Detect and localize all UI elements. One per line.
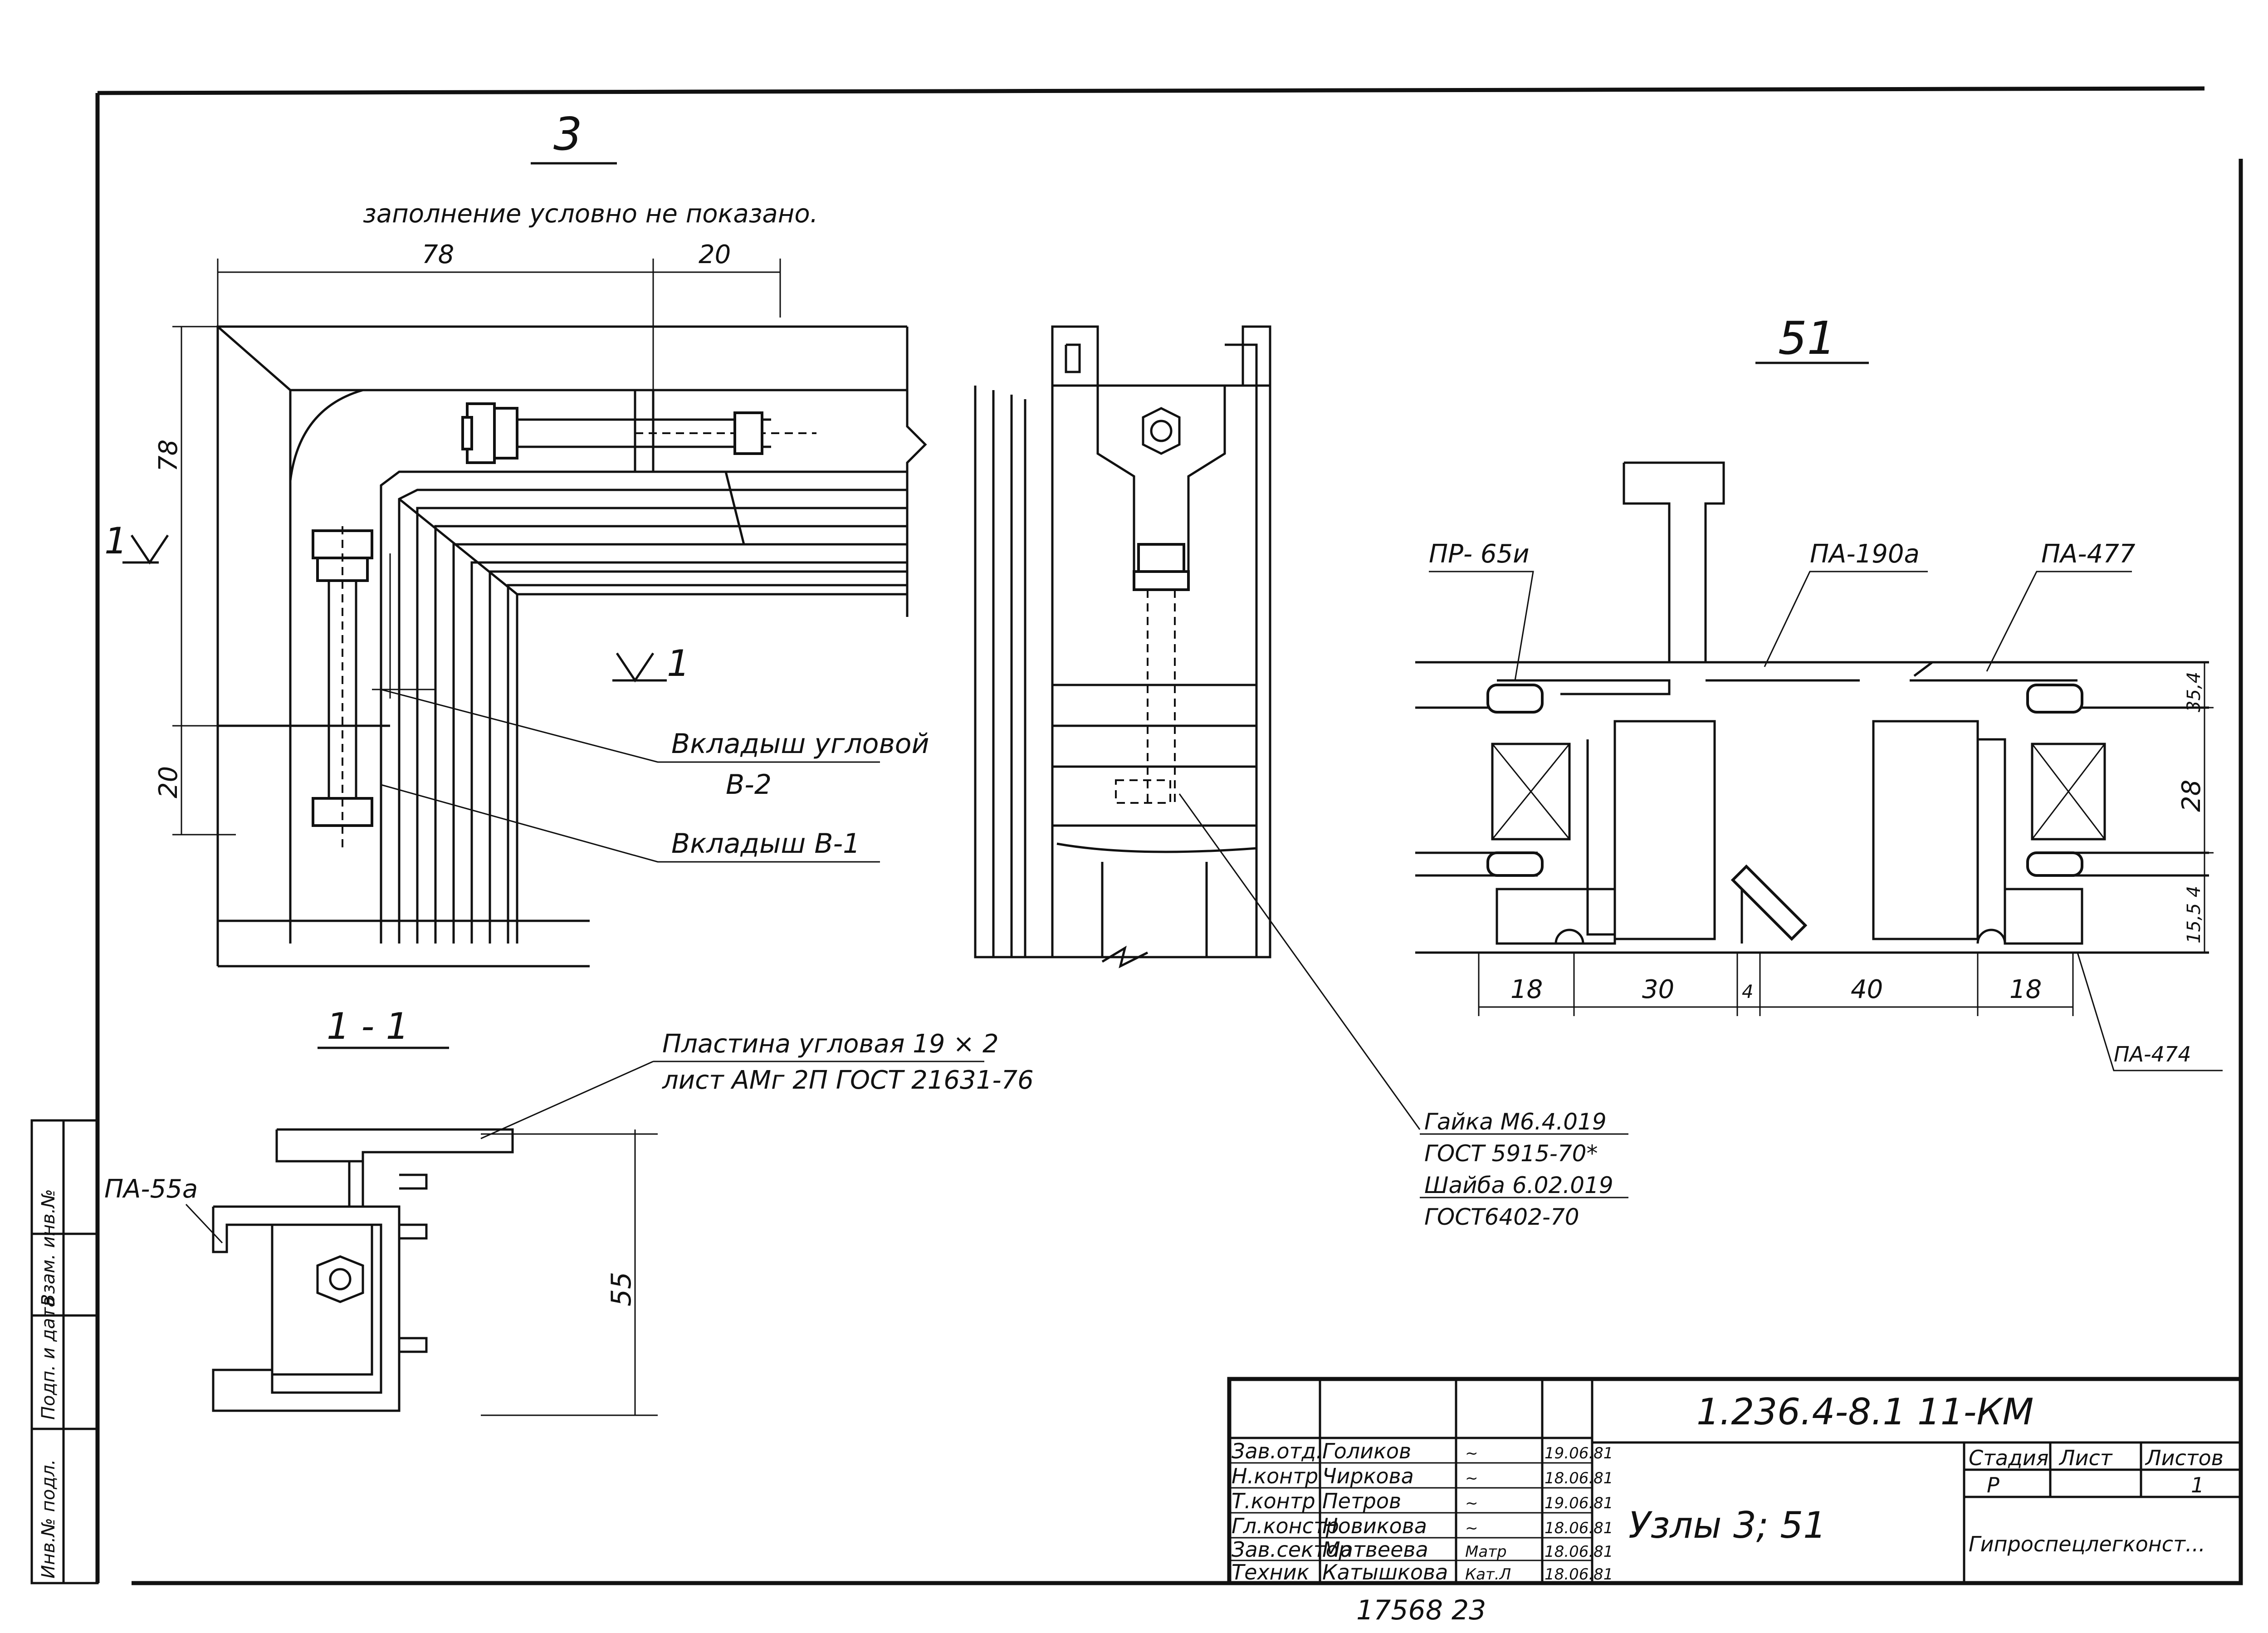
dim-78-top: 78 [422, 240, 454, 269]
section-mark-1-left: 1 [104, 520, 127, 562]
dim-51-b4: 40 [1851, 975, 1883, 1004]
footer-number: 17568 23 [1356, 1594, 1486, 1626]
person-sign-4: Матр [1465, 1543, 1507, 1561]
person-name-5: Катышкова [1322, 1560, 1448, 1584]
section-mark-1-right: 1 [667, 642, 690, 684]
label-corner-insert: Вкладыш угловой [671, 728, 929, 760]
person-date-0: 19.06.81 [1545, 1444, 1613, 1462]
person-role-5: Техник [1232, 1560, 1310, 1584]
person-role-1: Н.контр [1232, 1464, 1318, 1488]
title-block: 1.236.4-8.1 11-КМ Узлы 3; 51 Стадия Лист… [1227, 1377, 2243, 1585]
stamp-cell-repl: Взам. инв.№ [38, 1189, 59, 1306]
label-corner-insert-code: В-2 [726, 769, 772, 801]
label-nut: Гайка М6.4.019 [1424, 1109, 1607, 1135]
title-sheets-header: Листов [2145, 1446, 2224, 1470]
dim-51-r3: 15,5 4 [2184, 886, 2204, 944]
title-organization: Гипроспецлегконст... [1969, 1532, 2205, 1556]
dim-51-b1: 18 [1510, 975, 1543, 1004]
view-section-1-1: 1 - 1 Пластина угловая 19 × 2 лист АМг 2… [104, 1005, 1034, 1416]
person-role-3: Гл.констр [1232, 1514, 1339, 1538]
label-pa-474: ПА-474 [2114, 1042, 2191, 1066]
label-pa-477: ПА-477 [2041, 539, 2136, 569]
dim-55: 55 [606, 1272, 637, 1306]
title-sheet-header: Лист [2058, 1446, 2113, 1470]
person-date-3: 18.06.81 [1545, 1519, 1613, 1537]
label-washer: Шайба 6.02.019 [1424, 1172, 1613, 1198]
person-name-4: Матвеева [1322, 1537, 1428, 1562]
side-stamp: Инв.№ подл. Подп. и дата Взам. инв.№ [30, 1119, 99, 1584]
person-date-1: 18.06.81 [1545, 1469, 1613, 1487]
label-nut-std: ГОСТ 5915-70* [1424, 1140, 1598, 1167]
label-insert-b1: Вкладыш В-1 [671, 828, 860, 860]
label-pa-55a: ПА-55а [104, 1174, 198, 1204]
person-sign-0: ~ [1465, 1444, 1478, 1462]
stamp-cell-sign: Подп. и дата [38, 1296, 59, 1420]
dim-51-b5: 18 [2009, 975, 2042, 1004]
person-name-1: Чиркова [1322, 1464, 1414, 1488]
section-1-1-title: 1 - 1 [327, 1005, 409, 1047]
view-3-title: 3 [553, 108, 582, 161]
view-51-title: 51 [1778, 312, 1836, 365]
person-role-0: Зав.отд. [1232, 1439, 1323, 1463]
view-node-3: 3 заполнение условно не показано. 78 20 … [104, 108, 929, 968]
person-sign-5: Кат.Л [1465, 1565, 1511, 1584]
dim-20-left: 20 [154, 766, 183, 798]
person-date-4: 18.06.81 [1545, 1543, 1613, 1561]
dim-51-r1: 35,4 [2184, 672, 2204, 712]
label-angle-plate-1: Пластина угловая 19 × 2 [662, 1029, 999, 1059]
stamp-cell-inv: Инв.№ подл. [38, 1459, 59, 1579]
label-washer-std: ГОСТ6402-70 [1424, 1204, 1579, 1230]
person-sign-2: ~ [1465, 1494, 1478, 1512]
title-stage: Р [1987, 1473, 1999, 1497]
person-role-4: Зав.сектор [1232, 1537, 1352, 1562]
title-sheets: 1 [2191, 1473, 2204, 1497]
view-node-51: 51 [1415, 312, 2223, 1071]
dim-78-left: 78 [154, 440, 183, 472]
title-code: 1.236.4-8.1 11-КМ [1696, 1391, 2033, 1433]
person-sign-3: ~ [1465, 1519, 1478, 1537]
view-3-note: заполнение условно не показано. [363, 199, 818, 229]
title-name: Узлы 3; 51 [1628, 1504, 1826, 1546]
label-angle-plate-2: лист АМг 2П ГОСТ 21631-76 [662, 1066, 1034, 1095]
person-role-2: Т.контр [1232, 1489, 1315, 1513]
person-name-0: Голиков [1322, 1439, 1411, 1463]
title-stage-header: Стадия [1969, 1446, 2048, 1470]
dim-51-r2: 28 [2177, 780, 2206, 812]
view-middle-section: Гайка М6.4.019 ГОСТ 5915-70* Шайба 6.02.… [974, 325, 1628, 1230]
person-date-5: 18.06.81 [1545, 1565, 1613, 1584]
label-pa-190a: ПА-190а [1810, 539, 1920, 569]
person-name-2: Петров [1322, 1489, 1401, 1513]
dim-20-top: 20 [699, 240, 731, 269]
person-name-3: Новикова [1322, 1514, 1427, 1538]
label-pr-65i: ПР- 65и [1429, 539, 1530, 569]
dim-51-b2: 30 [1642, 975, 1674, 1004]
sheet-frame [95, 86, 2243, 1585]
dim-51-b3: 4 [1742, 982, 1753, 1002]
person-date-2: 19.06.81 [1545, 1494, 1613, 1512]
person-sign-1: ~ [1465, 1469, 1478, 1487]
